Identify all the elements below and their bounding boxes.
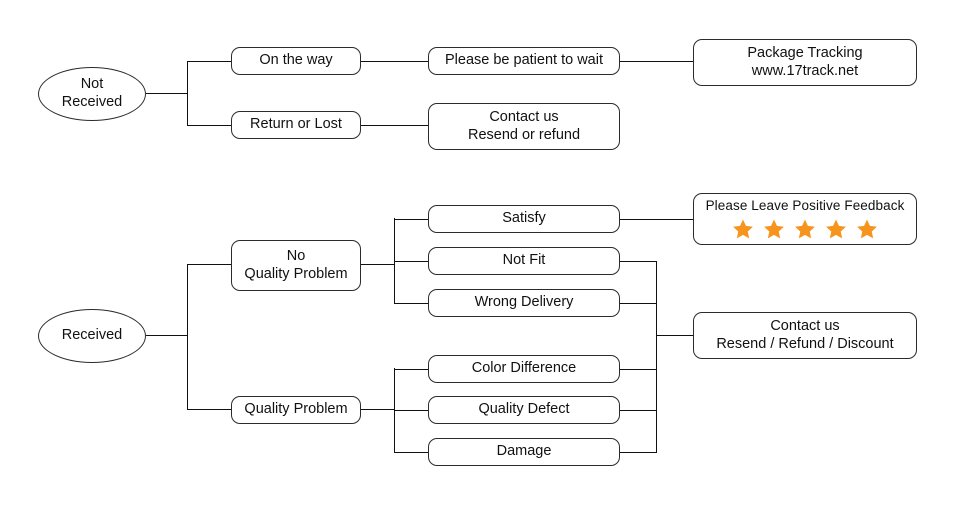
connector-damage-to-merge	[620, 451, 657, 453]
node-satisfy[interactable]: Satisfy	[428, 205, 620, 233]
connector-bus-to-no-quality-problem	[187, 264, 231, 266]
node-no-quality-problem[interactable]: No Quality Problem	[231, 240, 361, 291]
star-icon	[857, 219, 877, 239]
connector-color-difference-to-merge	[620, 368, 657, 370]
connector-bus-to-on-the-way	[187, 60, 231, 62]
node-contact-us-resend-or-refund[interactable]: Contact us Resend or refund	[428, 103, 620, 150]
node-package-tracking[interactable]: Package Tracking www.17track.net	[693, 39, 917, 86]
node-not-received[interactable]: Not Received	[38, 67, 146, 121]
connector-not-received-to-bus	[146, 93, 188, 95]
connector-subbus-to-quality-defect	[394, 409, 428, 411]
node-label-line2: Quality Problem	[244, 265, 348, 282]
node-label-line1: No	[286, 247, 306, 264]
node-label: On the way	[259, 52, 333, 69]
node-label: Received	[61, 327, 123, 344]
connector-subbus-to-color-difference	[394, 368, 428, 370]
connector-bus-not-received	[187, 61, 189, 125]
node-color-difference[interactable]: Color Difference	[428, 355, 620, 383]
connector-return-or-lost-to-contact-us	[361, 124, 428, 126]
node-label-line2: Resend / Refund / Discount	[716, 335, 894, 352]
node-on-the-way[interactable]: On the way	[231, 47, 361, 75]
connector-merge-to-contact-us	[656, 334, 693, 336]
node-label: Satisfy	[502, 210, 546, 227]
connector-bus-to-quality-problem	[187, 409, 231, 411]
node-label: Please be patient to wait	[445, 52, 603, 69]
connector-no-quality-problem-to-subbus	[361, 264, 395, 266]
node-label: Color Difference	[471, 360, 577, 377]
star-icon	[733, 219, 753, 239]
node-label: Not Fit	[502, 252, 546, 269]
node-contact-us-resend-refund-discount[interactable]: Contact us Resend / Refund / Discount	[693, 312, 917, 359]
star-rating[interactable]	[732, 218, 878, 240]
node-label: Quality Problem	[244, 401, 348, 418]
node-please-be-patient-to-wait[interactable]: Please be patient to wait	[428, 47, 620, 75]
node-not-fit[interactable]: Not Fit	[428, 247, 620, 275]
connector-bus-received	[187, 264, 189, 410]
node-quality-defect[interactable]: Quality Defect	[428, 396, 620, 424]
node-label-line2: www.17track.net	[751, 62, 859, 79]
node-quality-problem[interactable]: Quality Problem	[231, 396, 361, 424]
node-label-line2: Received	[61, 94, 123, 110]
connector-subbus-to-satisfy	[394, 218, 428, 220]
node-label-line1: Contact us	[489, 108, 559, 125]
node-label-line1: Package Tracking	[747, 44, 863, 61]
connector-subbus-to-not-fit	[394, 260, 428, 262]
node-return-or-lost[interactable]: Return or Lost	[231, 111, 361, 139]
connector-not-fit-to-merge	[620, 260, 657, 262]
connector-subbus-to-damage	[394, 451, 428, 453]
connector-subbus-to-wrong-delivery	[394, 302, 428, 304]
node-label-line2: Resend or refund	[467, 126, 581, 143]
node-label: Wrong Delivery	[474, 294, 574, 311]
connector-wait-to-package-tracking	[620, 60, 693, 62]
connector-received-to-bus	[146, 335, 188, 337]
node-label-line1: Contact us	[770, 317, 840, 334]
connector-merge-bus	[656, 260, 658, 453]
node-label-line1: Not	[80, 76, 104, 93]
feedback-title: Please Leave Positive Feedback	[705, 197, 905, 213]
star-icon	[795, 219, 815, 239]
node-label: Damage	[496, 443, 552, 460]
star-icon	[826, 219, 846, 239]
connector-quality-problem-to-subbus	[361, 409, 395, 411]
connector-quality-defect-to-merge	[620, 409, 657, 411]
node-label: Return or Lost	[250, 116, 342, 133]
node-wrong-delivery[interactable]: Wrong Delivery	[428, 289, 620, 317]
node-damage[interactable]: Damage	[428, 438, 620, 466]
connector-wrong-delivery-to-merge	[620, 302, 657, 304]
node-leave-positive-feedback[interactable]: Please Leave Positive Feedback	[693, 193, 917, 245]
node-label: Quality Defect	[478, 401, 570, 418]
connector-on-the-way-to-wait	[361, 60, 428, 62]
connector-bus-to-return-or-lost	[187, 124, 231, 126]
connector-satisfy-to-feedback	[620, 218, 693, 220]
star-icon	[764, 219, 784, 239]
node-received[interactable]: Received	[38, 309, 146, 363]
